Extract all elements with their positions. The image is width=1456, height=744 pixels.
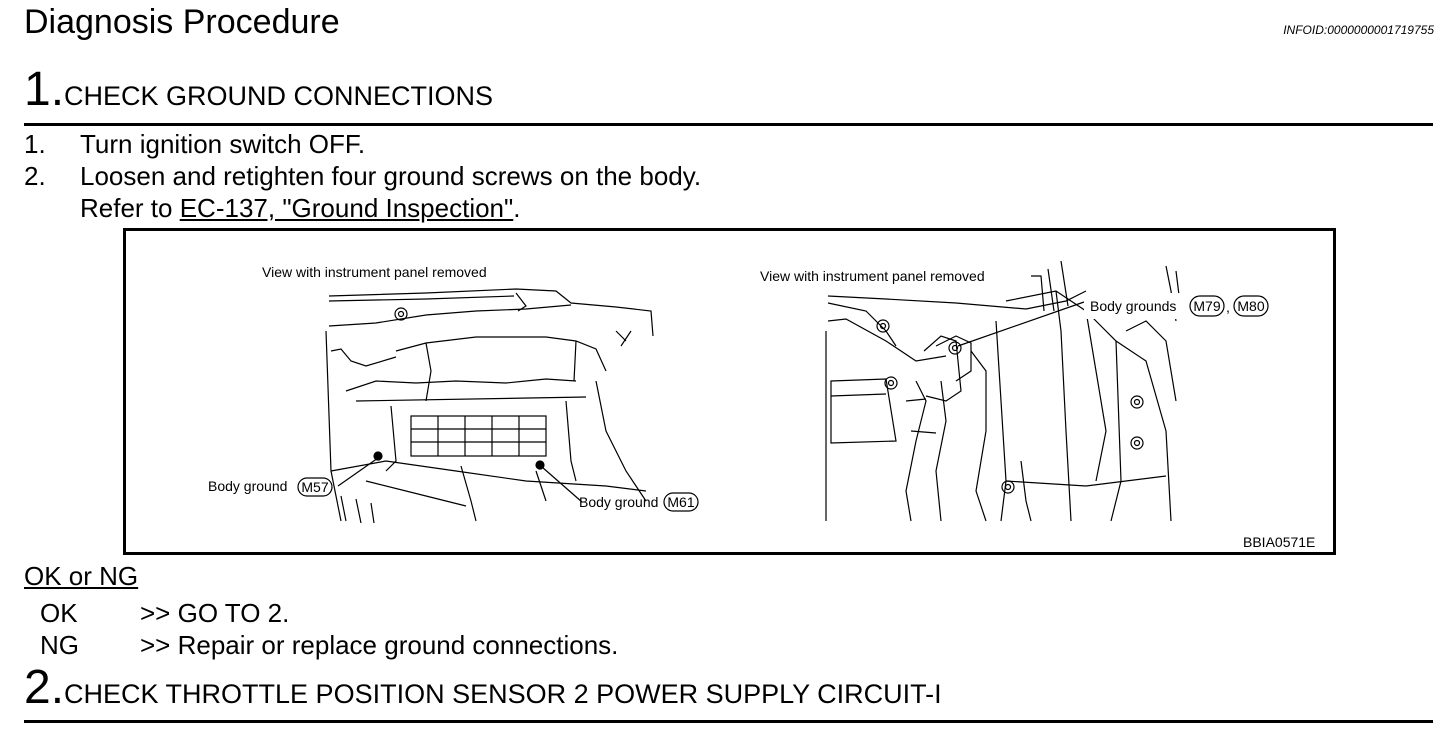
connector-m80: M80: [1237, 298, 1264, 314]
figure-illustration: View with instrument panel removed Body …: [208, 260, 1315, 550]
step-1-number: 1.: [24, 63, 65, 116]
connector-badge: [663, 492, 699, 512]
divider: [24, 123, 1433, 126]
left-drawing: [325, 288, 654, 524]
instruction-number: 2.: [24, 161, 46, 191]
right-caption: View with instrument panel removed: [760, 268, 985, 284]
step-2-title: CHECK THROTTLE POSITION SENSOR 2 POWER S…: [64, 679, 942, 709]
result-key: OK: [40, 598, 78, 628]
divider: [24, 720, 1433, 723]
instruction-item: 2. Loosen and retighten four ground screw…: [24, 160, 701, 192]
instruction-text: Loosen and retighten four ground screws …: [80, 161, 702, 191]
instruction-item: 1. Turn ignition switch OFF.: [24, 128, 365, 160]
connector-m57: M57: [301, 479, 328, 495]
reference-line: Refer to EC-137, "Ground Inspection".: [80, 192, 520, 224]
left-ground-label-2: Body ground: [579, 494, 658, 510]
figure-id: BBIA0571E: [1243, 534, 1315, 550]
step-2-heading: 2.CHECK THROTTLE POSITION SENSOR 2 POWER…: [24, 664, 942, 712]
ground-location-figure: View with instrument panel removed Body …: [123, 228, 1336, 555]
label-backdrop: [1084, 293, 1189, 319]
connector-badge: [1233, 295, 1269, 317]
connector-separator: ,: [1226, 299, 1230, 315]
connector-m79: M79: [1193, 298, 1220, 314]
reference-prefix: Refer to: [80, 193, 180, 223]
page-title: Diagnosis Procedure: [24, 3, 340, 41]
result-text: >> Repair or replace ground connections.: [140, 630, 619, 660]
connector-badge: [1189, 295, 1225, 317]
left-caption: View with instrument panel removed: [262, 264, 487, 280]
result-key: NG: [40, 630, 79, 660]
instruction-text: Turn ignition switch OFF.: [80, 129, 366, 159]
info-id: INFOID:0000000001719755: [1283, 23, 1434, 37]
right-ground-label: Body grounds: [1090, 298, 1176, 314]
left-ground-label-1: Body ground: [208, 478, 287, 494]
result-text: >> GO TO 2.: [140, 598, 290, 628]
step-1-title: CHECK GROUND CONNECTIONS: [64, 81, 494, 111]
result-ng: NG >> Repair or replace ground connection…: [40, 629, 618, 661]
result-heading: OK or NG: [24, 561, 139, 591]
connector-badge: [297, 477, 333, 497]
step-1-heading: 1.CHECK GROUND CONNECTIONS: [24, 66, 493, 114]
step-2-number: 2.: [24, 661, 65, 714]
ground-inspection-link[interactable]: EC-137, "Ground Inspection": [179, 193, 514, 223]
result-ok: OK >> GO TO 2.: [40, 597, 289, 629]
instruction-number: 1.: [24, 129, 46, 159]
reference-suffix: .: [513, 193, 521, 223]
connector-m61: M61: [667, 494, 694, 510]
